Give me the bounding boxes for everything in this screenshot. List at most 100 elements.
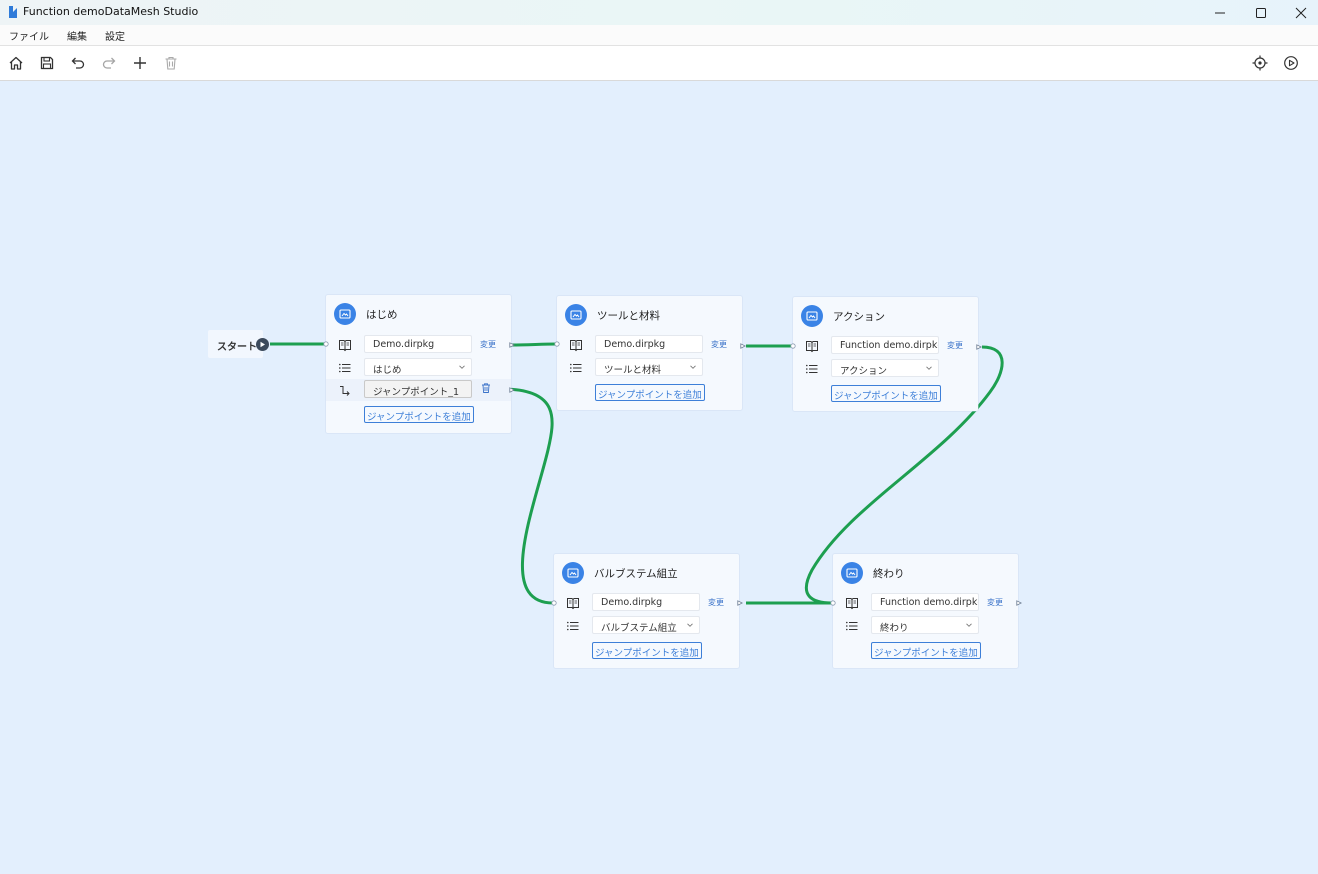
menu-edit[interactable]: 編集 <box>67 32 87 43</box>
chevron-down-icon <box>966 623 972 627</box>
file-field[interactable]: Demo.dirpkg <box>592 593 700 611</box>
section-row: ツールと材料 <box>557 357 742 379</box>
node-header: ツールと材料 <box>557 296 742 330</box>
chevron-down-icon <box>690 365 696 369</box>
jump-point-row: ジャンプポイント_1 <box>326 379 515 401</box>
save-button[interactable] <box>38 54 56 72</box>
book-icon <box>338 338 352 352</box>
file-row: Demo.dirpkg 変更 <box>554 592 739 614</box>
list-icon <box>845 619 859 633</box>
file-field[interactable]: Function demo.dirpkg <box>831 336 939 354</box>
list-icon <box>569 361 583 375</box>
section-select[interactable]: はじめ <box>364 358 472 376</box>
menu-settings[interactable]: 設定 <box>105 32 125 43</box>
node-end[interactable]: 終わり Function demo.dirpkg 変更 終わり ジャンプポイント… <box>830 554 1022 668</box>
start-output-port[interactable] <box>256 338 269 351</box>
toolbar <box>0 45 1318 81</box>
input-port[interactable] <box>323 341 329 347</box>
file-field[interactable]: Demo.dirpkg <box>595 335 703 353</box>
section-select[interactable]: バルブステム組立 <box>592 616 700 634</box>
menu-bar: ファイル 編集 設定 <box>0 25 1318 45</box>
run-icon <box>1284 56 1298 70</box>
node-header: はじめ <box>326 295 511 329</box>
window-title: Function demoDataMesh Studio <box>23 5 199 18</box>
delete-button[interactable] <box>162 54 180 72</box>
file-row: Function demo.dirpkg 変更 <box>793 335 978 357</box>
save-icon <box>40 56 54 70</box>
output-port[interactable] <box>737 600 743 606</box>
node-image-icon <box>562 562 584 584</box>
jump-point-field[interactable]: ジャンプポイント_1 <box>364 380 472 398</box>
input-port[interactable] <box>830 600 836 606</box>
menu-file[interactable]: ファイル <box>9 32 49 43</box>
node-valve-stem-assembly[interactable]: バルブステム組立 Demo.dirpkg 変更 バルブステム組立 ジャンプポイン… <box>551 554 743 668</box>
section-row: バルブステム組立 <box>554 615 739 637</box>
change-link[interactable]: 変更 <box>480 340 496 349</box>
input-port[interactable] <box>554 341 560 347</box>
node-title: 終わり <box>873 568 905 580</box>
add-jump-point-button[interactable]: ジャンプポイントを追加 <box>831 385 941 402</box>
change-link[interactable]: 変更 <box>711 340 727 349</box>
add-button[interactable] <box>131 54 149 72</box>
node-header: 終わり <box>833 554 1018 588</box>
node-action[interactable]: アクション Function demo.dirpkg 変更 アクション ジャンプ… <box>790 297 982 411</box>
add-jump-point-button[interactable]: ジャンプポイントを追加 <box>871 642 981 659</box>
add-jump-point-button[interactable]: ジャンプポイントを追加 <box>595 384 705 401</box>
book-icon <box>845 596 859 610</box>
output-port[interactable] <box>1016 600 1022 606</box>
title-bar: Function demoDataMesh Studio <box>0 0 1318 25</box>
section-row: 終わり <box>833 615 1018 637</box>
trash-icon[interactable] <box>480 382 492 394</box>
output-port[interactable] <box>976 344 982 350</box>
play-icon <box>260 341 265 348</box>
file-field[interactable]: Function demo.dirpkg <box>871 593 979 611</box>
section-select[interactable]: アクション <box>831 359 939 377</box>
jump-icon <box>338 383 352 397</box>
change-link[interactable]: 変更 <box>947 341 963 350</box>
section-select-value: ツールと材料 <box>604 365 662 376</box>
node-image-icon <box>841 562 863 584</box>
node-hajime[interactable]: はじめ Demo.dirpkg 変更 はじめ ジャンプポイント_1 ジャンプポイ… <box>323 295 515 433</box>
add-icon <box>134 57 146 69</box>
list-icon <box>338 361 352 375</box>
node-image-icon <box>334 303 356 325</box>
start-node[interactable]: スタート <box>208 330 269 358</box>
home-icon <box>9 56 23 70</box>
change-link[interactable]: 変更 <box>708 598 724 607</box>
chevron-down-icon <box>459 365 465 369</box>
node-tools-and-materials[interactable]: ツールと材料 Demo.dirpkg 変更 ツールと材料 ジャンプポイントを追加 <box>554 296 746 410</box>
minimize-button[interactable] <box>1200 0 1240 25</box>
redo-button[interactable] <box>100 54 118 72</box>
close-button[interactable] <box>1281 0 1318 25</box>
jump-output-port[interactable] <box>509 387 515 393</box>
center-icon <box>1252 55 1268 71</box>
section-row: はじめ <box>326 357 511 379</box>
delete-icon <box>165 56 177 70</box>
section-select-value: アクション <box>840 366 888 377</box>
output-port[interactable] <box>509 342 515 348</box>
add-jump-point-button[interactable]: ジャンプポイントを追加 <box>592 642 702 659</box>
input-port[interactable] <box>551 600 557 606</box>
undo-button[interactable] <box>69 54 87 72</box>
start-label: スタート <box>217 342 257 353</box>
list-icon <box>566 619 580 633</box>
output-port[interactable] <box>740 343 746 349</box>
home-button[interactable] <box>7 54 25 72</box>
file-row: Demo.dirpkg 変更 <box>557 334 742 356</box>
flow-canvas[interactable] <box>0 80 1318 874</box>
add-jump-point-button[interactable]: ジャンプポイントを追加 <box>364 406 474 423</box>
run-button[interactable] <box>1282 54 1300 72</box>
chevron-down-icon <box>926 366 932 370</box>
maximize-button[interactable] <box>1241 0 1281 25</box>
book-icon <box>569 338 583 352</box>
file-field[interactable]: Demo.dirpkg <box>364 335 472 353</box>
change-link[interactable]: 変更 <box>987 598 1003 607</box>
center-view-button[interactable] <box>1251 54 1269 72</box>
input-port[interactable] <box>790 343 796 349</box>
book-icon <box>566 596 580 610</box>
node-title: バルブステム組立 <box>594 568 678 580</box>
section-select[interactable]: 終わり <box>871 616 979 634</box>
section-select-value: はじめ <box>373 365 402 376</box>
chevron-down-icon <box>687 623 693 627</box>
section-select[interactable]: ツールと材料 <box>595 358 703 376</box>
